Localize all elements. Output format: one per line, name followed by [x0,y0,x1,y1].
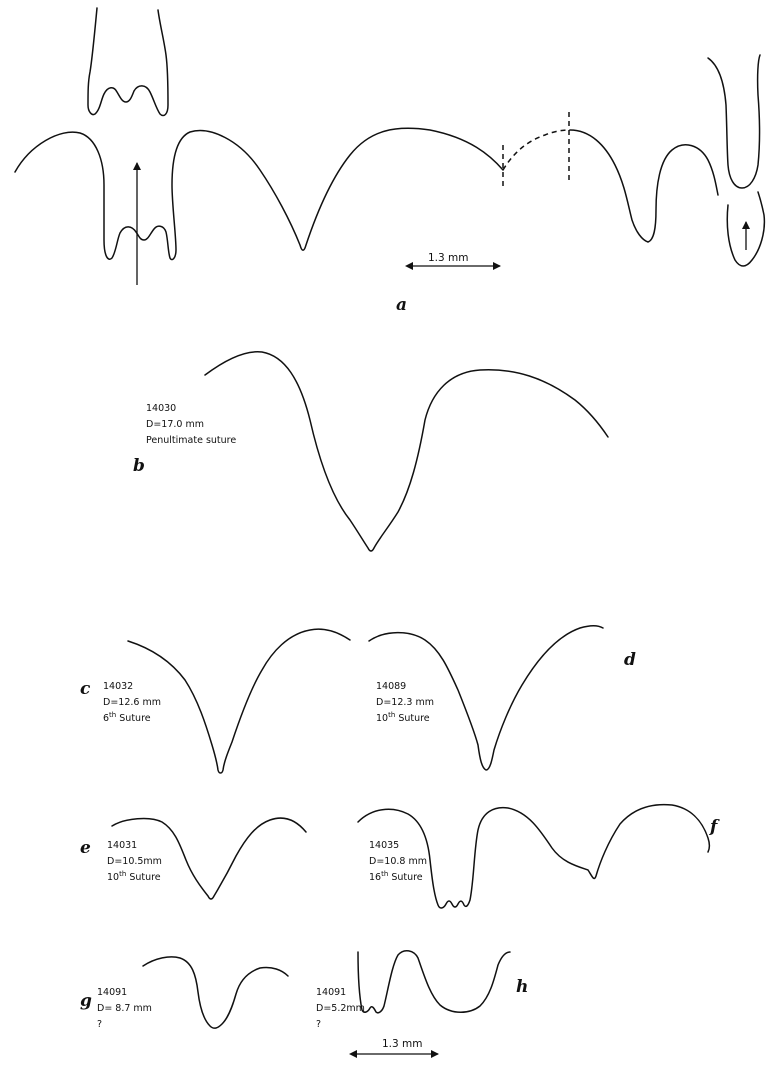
suture-line-h [357,950,511,1014]
suture-line-d [368,625,604,771]
panel-b: 14030 D=17.0 mm Penultimate suture b [133,351,609,552]
note-g: ? [97,1019,102,1030]
suture-b: Penultimate suture [146,435,236,446]
suture-num-c: 6 [103,713,109,724]
panel-g: 14091 D= 8.7 mm ? g [80,956,289,1030]
panel-c: 14032 D=12.6 mm 6th Suture c [80,628,351,774]
specimen-f: 14035 [369,840,399,851]
suture-num-d: 10 [376,713,388,724]
panel-a: 1.3 mm a [14,7,766,315]
panel-d: 14089 D=12.3 mm 10th Suture d [368,625,636,771]
suture-word-f: Suture [391,872,422,883]
suture-word-d: Suture [398,713,429,724]
inset-lobe-left [87,7,169,117]
panel-f: 14035 D=10.8 mm 16th Suture f [357,803,720,909]
specimen-h: 14091 [316,987,346,998]
scale-label-bottom: 1.3 mm [382,1038,423,1050]
suture-num-e: 10 [107,872,119,883]
suture-num-f: 16 [369,872,381,883]
specimen-b: 14030 [146,403,176,414]
suture-word-e: Suture [129,872,160,883]
panel-label-d: d [624,650,636,670]
suture-line-a-left [14,127,504,261]
diameter-g: D= 8.7 mm [97,1003,152,1014]
suture-line-a-right [569,129,719,243]
suture-sup-e: th [119,870,126,878]
diameter-f: D=10.8 mm [369,856,427,867]
scale-label-a: 1.3 mm [428,252,469,264]
panel-e: 14031 D=10.5mm 10th Suture e [80,817,307,900]
suture-line-b [204,351,609,552]
diameter-d: D=12.3 mm [376,697,434,708]
suture-e: 10th Suture [107,870,161,883]
diameter-h: D=5.2mm [316,1003,365,1014]
suture-line-f [357,803,711,909]
note-h: ? [316,1019,321,1030]
suture-line-e [111,817,307,900]
diameter-c: D=12.6 mm [103,697,161,708]
panel-label-h: h [516,977,528,997]
suture-f: 16th Suture [369,870,423,883]
specimen-d: 14089 [376,681,406,692]
panel-label-b: b [133,456,145,476]
panel-label-f: f [709,817,720,837]
suture-d: 10th Suture [376,711,430,724]
diameter-b: D=17.0 mm [146,419,204,430]
bottom-scale: 1.3 mm [349,1038,439,1058]
panel-h: 14091 D=5.2mm ? h [316,950,528,1030]
suture-sup-c: th [109,711,116,719]
specimen-g: 14091 [97,987,127,998]
specimen-e: 14031 [107,840,137,851]
panel-label-e: e [80,838,91,858]
suture-line-g [142,956,289,1029]
suture-sup-d: th [388,711,395,719]
diameter-e: D=10.5mm [107,856,162,867]
panel-label-g: g [80,991,92,1011]
panel-label-a: a [396,295,407,315]
panel-label-c: c [80,679,91,699]
inset-lobe-right [707,54,761,189]
specimen-c: 14032 [103,681,133,692]
suture-line-c [127,628,351,774]
suture-word-c: Suture [119,713,150,724]
suture-line-a-dashed [502,129,571,171]
suture-c: 6th Suture [103,711,151,724]
suture-sup-f: th [381,870,388,878]
inset-lobe-right-lower [726,191,766,267]
